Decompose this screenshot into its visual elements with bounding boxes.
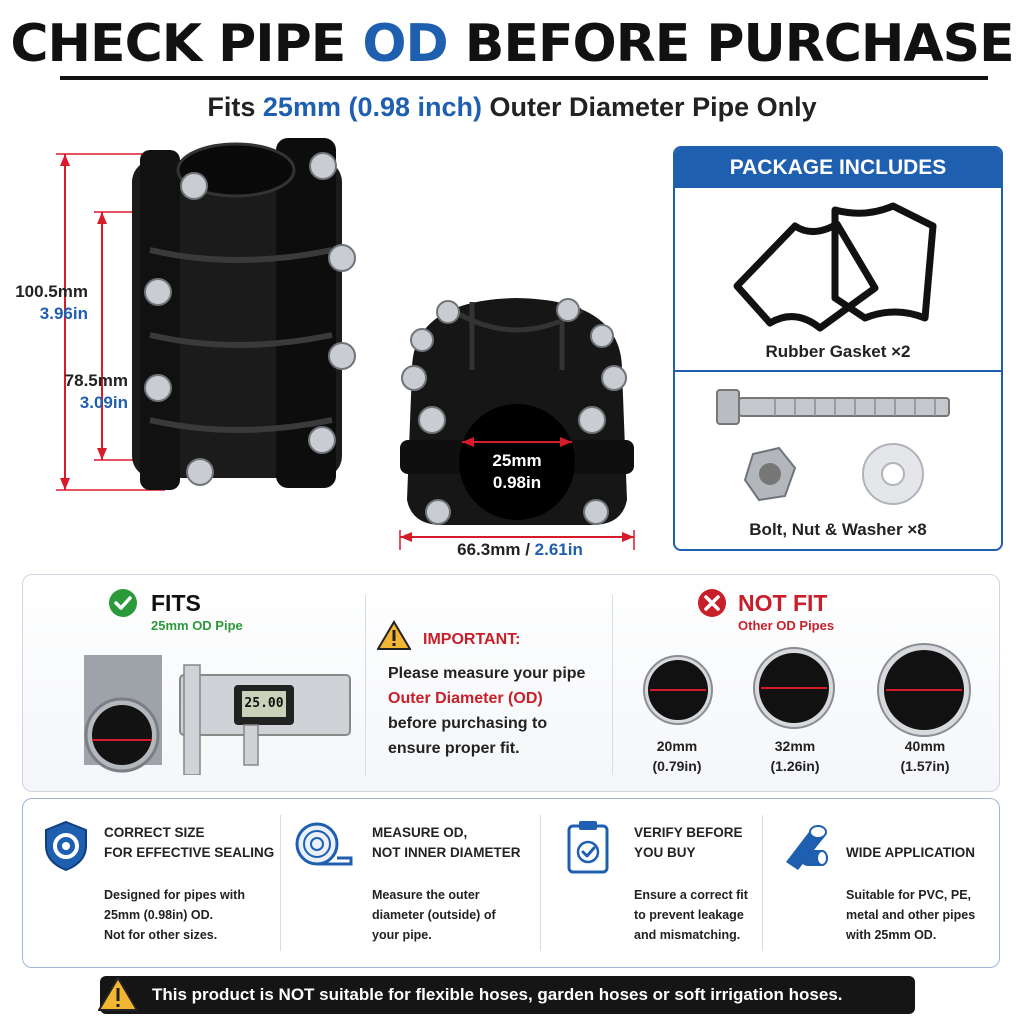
important-line-4: ensure proper fit.: [388, 740, 520, 757]
subtitle-text-end: Outer Diameter Pipe Only: [482, 92, 817, 122]
info-4-body-line-2: metal and other pipes: [846, 908, 976, 922]
inner-length-mm: 78.5mm: [64, 371, 128, 390]
bore-mm: 25mm: [492, 451, 542, 470]
title-underline: [60, 76, 988, 80]
info-divider-1: [280, 815, 281, 951]
info-3-body-line-3: and mismatching.: [634, 928, 741, 942]
inner-length-label: 78.5mm 3.09in: [48, 370, 128, 414]
other-pipes-image: [643, 643, 971, 737]
pipe-and-caliper-image: [84, 655, 351, 775]
pipe-20-in: (0.79in): [652, 758, 702, 774]
info-1-title: CORRECT SIZE FOR EFFECTIVE SEALING: [104, 823, 274, 863]
info-2-body-line-2: diameter (outside) of: [372, 908, 496, 922]
pipe-40-mm: 40mm: [904, 738, 946, 754]
info-1-title-line-2: FOR EFFECTIVE SEALING: [104, 845, 275, 860]
coupling-end-view: [399, 298, 635, 550]
outer-length-mm: 100.5mm: [15, 282, 88, 301]
title-text: CHECK PIPE: [10, 14, 363, 74]
page-title: CHECK PIPE OD BEFORE PURCHASE: [0, 14, 1024, 74]
shield-icon: [45, 820, 87, 872]
subtitle-text: Fits: [207, 92, 263, 122]
pipe-32-mm: 32mm: [774, 738, 816, 754]
info-1-body-line-1: Designed for pipes with: [104, 888, 245, 902]
footer-warning-icon: [98, 976, 138, 1011]
width-in: 2.61in: [534, 540, 583, 559]
info-3-title-line-1: VERIFY BEFORE: [634, 825, 743, 840]
important-heading: IMPORTANT:: [423, 631, 521, 648]
bore-in: 0.98in: [492, 473, 542, 492]
pipe-40-in: (1.57in): [900, 758, 950, 774]
pipe-32-label: 32mm (1.26in): [752, 736, 838, 776]
outer-length-label: 100.5mm 3.96in: [8, 281, 88, 325]
info-divider-2: [540, 815, 541, 951]
footer-warning-text: This product is NOT suitable for flexibl…: [152, 985, 843, 1004]
pipe-20-label: 20mm (0.79in): [634, 736, 720, 776]
pipe-32-in: (1.26in): [770, 758, 820, 774]
info-panel: [22, 798, 1000, 968]
info-1-title-line-1: CORRECT SIZE: [104, 825, 205, 840]
info-3-body: Ensure a correct fit to prevent leakage …: [634, 885, 748, 945]
bolt-nut-washer-label: Bolt, Nut & Washer ×8: [749, 520, 927, 539]
fits-subheading: 25mm OD Pipe: [151, 618, 243, 633]
info-2-title-line-1: MEASURE OD,: [372, 825, 468, 840]
clipboard-check-icon: [567, 821, 609, 874]
info-2-body-line-1: Measure the outer: [372, 888, 480, 902]
title-text-end: BEFORE PURCHASE: [447, 14, 1015, 74]
coupling-side-view: [56, 138, 356, 491]
pipes-icon: [786, 825, 828, 870]
bolt-nut-washer-image: [716, 389, 950, 505]
info-3-title-line-2: YOU BUY: [634, 845, 696, 860]
info-2-body: Measure the outer diameter (outside) of …: [372, 885, 496, 945]
info-1-body-line-2: 25mm (0.98in) OD.: [104, 908, 214, 922]
info-2-title-line-2: NOT INNER DIAMETER: [372, 845, 521, 860]
caliper-reading: 25.00: [244, 696, 284, 711]
info-1-body: Designed for pipes with 25mm (0.98in) OD…: [104, 885, 245, 945]
info-4-title-line-1: WIDE APPLICATION: [846, 845, 975, 860]
width-label: 66.3mm / 2.61in: [410, 540, 630, 560]
info-4-body: Suitable for PVC, PE, metal and other pi…: [846, 885, 975, 945]
divider-left: [365, 595, 366, 775]
package-heading: PACKAGE INCLUDES: [675, 148, 1001, 188]
check-circle-icon: [109, 589, 137, 617]
important-line-1: Please measure your pipe: [388, 665, 586, 682]
rubber-gasket-image: [733, 202, 937, 332]
width-separator: /: [520, 540, 535, 559]
info-4-body-line-1: Suitable for PVC, PE,: [846, 888, 972, 902]
x-circle-icon: [698, 589, 726, 617]
title-highlight: OD: [362, 14, 448, 74]
tape-measure-icon: [295, 822, 353, 866]
page-subtitle: Fits 25mm (0.98 inch) Outer Diameter Pip…: [0, 92, 1024, 123]
info-4-title: WIDE APPLICATION: [846, 843, 975, 863]
info-4-body-line-3: with 25mm OD.: [846, 928, 937, 942]
package-divider: [675, 370, 1001, 372]
info-3-body-line-2: to prevent leakage: [634, 908, 744, 922]
info-divider-3: [762, 815, 763, 951]
info-3-body-line-1: Ensure a correct fit: [634, 888, 748, 902]
info-2-title: MEASURE OD, NOT INNER DIAMETER: [372, 823, 521, 863]
important-line-3: before purchasing to: [388, 715, 548, 732]
fits-heading: FITS: [151, 590, 201, 616]
bore-label: 25mm 0.98in: [467, 450, 567, 494]
inner-length-in: 3.09in: [79, 393, 128, 412]
important-body: Please measure your pipe Outer Diameter …: [388, 661, 608, 761]
not-fit-heading: NOT FIT: [738, 590, 828, 616]
pipe-40-label: 40mm (1.57in): [882, 736, 968, 776]
warning-icon: [377, 620, 411, 650]
info-3-title: VERIFY BEFORE YOU BUY: [634, 823, 743, 863]
pipe-20-mm: 20mm: [656, 738, 698, 754]
info-2-body-line-3: your pipe.: [372, 928, 432, 942]
outer-length-in: 3.96in: [39, 304, 88, 323]
divider-right: [612, 595, 613, 775]
subtitle-highlight: 25mm (0.98 inch): [262, 92, 482, 122]
width-mm: 66.3mm: [457, 540, 521, 559]
important-line-2: Outer Diameter (OD): [388, 690, 543, 707]
not-fit-subheading: Other OD Pipes: [738, 618, 835, 633]
info-1-body-line-3: Not for other sizes.: [104, 928, 218, 942]
package-includes-panel: PACKAGE INCLUDES Rubber Gasket ×2 Bolt, …: [673, 146, 1003, 551]
footer-warning-bar: [100, 976, 915, 1014]
gasket-label: Rubber Gasket ×2: [765, 342, 911, 361]
